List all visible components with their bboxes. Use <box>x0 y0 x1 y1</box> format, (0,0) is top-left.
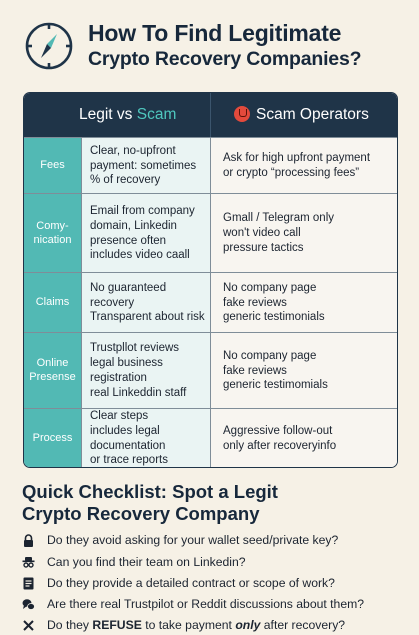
compass-icon <box>25 22 73 70</box>
legit-line: domain, Linkedin <box>90 219 177 232</box>
row-label-line: Presense <box>29 371 76 383</box>
legit-line: legal business <box>90 357 163 370</box>
row-label-line: Fees <box>40 159 65 172</box>
checklist-text-emphasis: REFUSE <box>92 618 142 632</box>
scam-cell: No company page fake reviews generic tes… <box>210 273 397 333</box>
header-scam-operators: Scam Operators <box>234 93 369 137</box>
checklist-title: Quick Checklist: Spot a Legit <box>22 481 278 502</box>
legit-cell: Clear steps includes legal documentation… <box>81 409 210 467</box>
checklist-item-text: Are there real Trustpilot or Reddit disc… <box>47 597 365 611</box>
checklist-item: Can you find their team on Linkedin? <box>22 552 246 572</box>
checklist-subtitle: Crypto Recovery Company <box>22 503 260 524</box>
scam-line: or crypto “processing fees” <box>223 167 360 179</box>
legit-line: Email from company <box>90 204 195 217</box>
scam-line: won't video call <box>223 227 301 240</box>
header-legit-prefix: Legit vs <box>79 106 137 123</box>
legit-line: No guaranteed <box>90 281 167 294</box>
legit-line: or trace reports <box>90 454 168 467</box>
table-row: Online Presense Trustpllot reviews legal… <box>24 332 397 409</box>
header-scam-label: Scam Operators <box>256 106 369 123</box>
scam-line: No company page <box>223 349 317 362</box>
legit-line: Transparent about risk <box>90 311 205 324</box>
checklist-item: Do they avoid asking for your wallet see… <box>22 530 338 550</box>
row-label: Claims <box>24 273 81 333</box>
row-label: Online Presense <box>24 333 81 409</box>
scam-line: only after recoveryinfo <box>223 439 337 452</box>
detective-icon <box>22 556 35 568</box>
legit-line: presence often <box>90 234 167 247</box>
checklist-text-emphasis: only <box>235 618 261 632</box>
legit-line: includes legal <box>90 424 160 437</box>
scam-line: fake reviews <box>223 296 287 309</box>
header-divider <box>210 93 211 137</box>
checklist-text-part: after recovery? <box>260 618 346 632</box>
table-row: Comy- nication Email from company domain… <box>24 193 397 273</box>
scam-line: Gmall / Telegram only <box>223 212 334 225</box>
checklist-item-text: Can you find their team on Linkedin? <box>47 555 246 569</box>
scam-cell: Aggressive follow-out only after recover… <box>210 409 397 467</box>
legit-line: recovery <box>90 296 135 309</box>
header: How To Find Legitimate Crypto Recovery C… <box>0 0 419 92</box>
scam-cell: No company page fake reviews generic tes… <box>210 333 397 409</box>
scam-face-icon <box>234 106 250 122</box>
legit-line: Clear, no-upfront <box>90 144 176 157</box>
table-header: Legit vs Scam Scam Operators <box>24 93 397 137</box>
legit-cell: Email from company domain, Linkedin pres… <box>81 194 210 273</box>
page-title: How To Find Legitimate <box>88 20 342 46</box>
row-label-line: Online <box>36 357 69 370</box>
checklist-text-part: to take payment <box>141 618 236 632</box>
cross-icon <box>23 619 34 631</box>
checklist-item: Do they provide a detailed contract or s… <box>22 573 335 593</box>
scam-line: generic testimomials <box>223 379 328 392</box>
table-row: Claims No guaranteed recovery Transparen… <box>24 272 397 333</box>
checklist-item-text: Do they REFUSE to take payment only afte… <box>47 618 345 632</box>
scam-line: Ask for high upfront payment <box>223 152 371 165</box>
legit-line: documentation <box>90 439 166 452</box>
legit-cell: No guaranteed recovery Transparent about… <box>81 273 210 333</box>
scam-cell: Ask for high upfront payment or crypto “… <box>210 138 397 194</box>
scam-line: No company page <box>223 281 317 294</box>
legit-line: real Linkeddin staff <box>90 386 187 399</box>
checklist-item-text: Do they provide a detailed contract or s… <box>47 576 335 590</box>
table-row: Process Clear steps includes legal docum… <box>24 408 397 467</box>
checklist-item-text: Do they avoid asking for your wallet see… <box>47 533 339 547</box>
row-label-line: nication <box>33 233 72 246</box>
legit-line: includes video caall <box>90 249 190 262</box>
legit-cell: Clear, no-upfront payment: sometimes % o… <box>81 138 210 194</box>
legit-cell: Trustpllot reviews legal business regist… <box>81 333 210 409</box>
checklist-text-part: Do they <box>47 618 93 632</box>
row-label: Process <box>24 409 81 467</box>
document-icon <box>23 577 34 589</box>
scam-line: generic testimonials <box>223 311 325 324</box>
header-legit-scam-word: Scam <box>136 106 177 123</box>
row-label: Fees <box>24 138 81 194</box>
chat-bubbles-icon <box>22 598 35 610</box>
scam-cell: Gmall / Telegram only won't video call p… <box>210 194 397 273</box>
legit-line: Trustpllot reviews <box>90 342 180 355</box>
legit-line: registration <box>90 372 147 384</box>
legit-line: Clear steps <box>90 409 149 422</box>
scam-line: Aggressive follow-out <box>223 424 333 437</box>
row-label-line: Process <box>32 431 73 444</box>
legit-line: % of recovery <box>90 174 161 187</box>
header-legit-vs-scam: Legit vs Scam <box>79 93 176 137</box>
scam-line: pressure tactics <box>223 241 304 254</box>
row-label: Comy- nication <box>24 194 81 273</box>
row-label-line: Claims <box>35 296 70 309</box>
legit-line: payment: sometimes <box>90 159 197 172</box>
table-row: Fees Clear, no-upfront payment: sometime… <box>24 137 397 194</box>
row-label-line: Comy- <box>36 219 69 232</box>
page-subtitle: Crypto Recovery Companies? <box>88 48 362 70</box>
checklist-item: Are there real Trustpilot or Reddit disc… <box>22 594 364 614</box>
comparison-table: Legit vs Scam Scam Operators Fees Clear,… <box>23 92 398 468</box>
checklist-item: Do they REFUSE to take payment only afte… <box>22 615 345 635</box>
scam-line: fake reviews <box>223 364 287 377</box>
lock-icon <box>24 533 33 547</box>
